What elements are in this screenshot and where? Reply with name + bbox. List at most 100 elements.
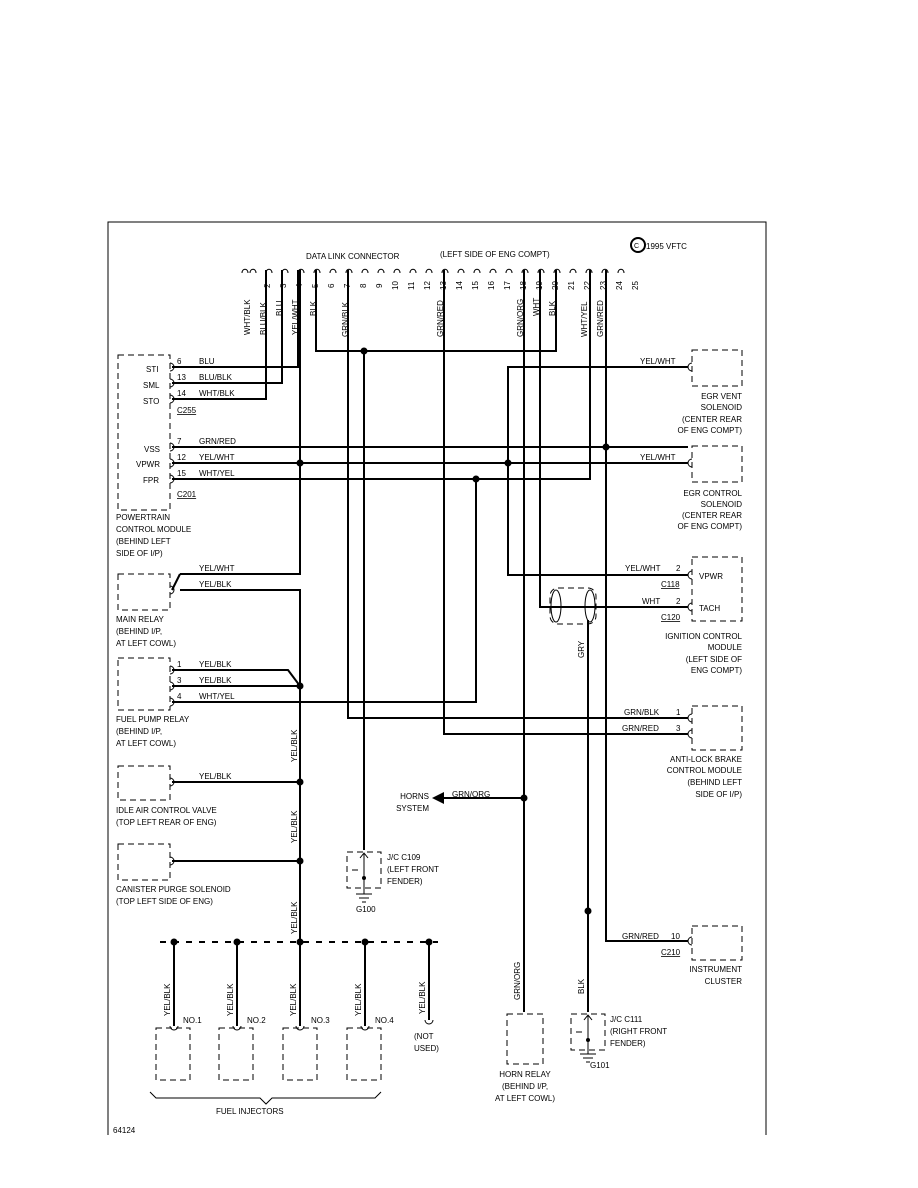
injector-names: NO.1 NO.2 NO.3 NO.4 <box>183 1016 394 1025</box>
svg-text:SIDE OF I/P): SIDE OF I/P) <box>116 549 163 558</box>
jc-c109-label: J/C C109 (LEFT FRONT FENDER) <box>387 853 439 886</box>
svg-text:WHT/YEL: WHT/YEL <box>580 301 589 337</box>
cluster-box <box>691 925 743 961</box>
egr-control-box <box>691 445 743 483</box>
injector-bus-dots <box>170 938 433 946</box>
svg-text:FPR: FPR <box>143 476 159 485</box>
svg-text:WHT/BLK: WHT/BLK <box>199 389 235 398</box>
svg-text:YEL/BLK: YEL/BLK <box>354 983 363 1016</box>
wire-blk-pin5 <box>315 270 557 352</box>
pcm-wire-labels: BLU BLU/BLK WHT/BLK GRN/RED YEL/WHT WHT/… <box>199 357 236 478</box>
svg-text:13: 13 <box>177 373 186 382</box>
dlc-pin-numbers: 2 3 4 5 6 7 8 9 10 11 12 13 14 15 16 17 … <box>263 281 640 290</box>
svg-text:MODULE: MODULE <box>708 643 742 652</box>
main-relay-wire-yel-blk: YEL/BLK <box>199 580 232 589</box>
abs-pin-arcs <box>687 713 693 739</box>
svg-text:WHT/YEL: WHT/YEL <box>199 692 235 701</box>
injector-not-used-label: (NOT USED) <box>414 1032 439 1053</box>
egr-vent-box <box>691 349 743 387</box>
main-relay-wire-yel-wht: YEL/WHT <box>199 564 235 573</box>
svg-text:AT LEFT COWL): AT LEFT COWL) <box>116 639 176 648</box>
egr-vent-label: EGR VENT SOLENOID (CENTER REAR OF ENG CO… <box>678 392 743 435</box>
svg-text:YEL/BLK: YEL/BLK <box>418 981 427 1014</box>
svg-text:15: 15 <box>177 469 186 478</box>
pcm-label: POWERTRAIN CONTROL MODULE (BEHIND LEFT S… <box>116 513 191 558</box>
svg-text:WHT: WHT <box>532 298 541 316</box>
svg-text:(BEHIND I/P,: (BEHIND I/P, <box>116 627 162 636</box>
fuel-injectors-label: FUEL INJECTORS <box>216 1107 284 1116</box>
pcm-connector-c255: C255 <box>177 406 197 415</box>
svg-text:IGNITION CONTROL: IGNITION CONTROL <box>665 632 742 641</box>
svg-text:SML: SML <box>143 381 160 390</box>
bus-label-3: YEL/BLK <box>290 901 299 934</box>
svg-text:GRN/RED: GRN/RED <box>596 300 605 337</box>
svg-text:ANTI-LOCK BRAKE: ANTI-LOCK BRAKE <box>670 755 742 764</box>
svg-text:12: 12 <box>423 281 432 290</box>
svg-text:NO.3: NO.3 <box>311 1016 330 1025</box>
svg-text:21: 21 <box>567 281 576 290</box>
cluster-wire-label: GRN/RED <box>622 932 659 941</box>
svg-text:(BEHIND LEFT: (BEHIND LEFT <box>687 778 742 787</box>
icm-connector-c118: C118 <box>661 580 680 589</box>
svg-text:ENG COMPT): ENG COMPT) <box>691 666 742 675</box>
abs-pin-3: 3 <box>676 724 681 733</box>
wire-yel-blk-main-relay <box>180 589 301 941</box>
egr-control-wire-label: YEL/WHT <box>640 453 676 462</box>
svg-text:STI: STI <box>146 365 158 374</box>
diagram-frame <box>107 221 767 1135</box>
pcm-pin-arcs <box>169 362 175 484</box>
pcm-terminals: STI SML STO VSS VPWR FPR <box>136 365 160 485</box>
svg-text:HORNS: HORNS <box>400 792 429 801</box>
svg-text:J/C C109: J/C C109 <box>387 853 421 862</box>
cluster-label: INSTRUMENT CLUSTER <box>690 965 743 986</box>
svg-text:NO.4: NO.4 <box>375 1016 394 1025</box>
svg-text:(NOT: (NOT <box>414 1032 434 1041</box>
svg-text:3: 3 <box>279 283 288 288</box>
c111-wire-label: BLK <box>577 978 586 994</box>
svg-text:(LEFT FRONT: (LEFT FRONT <box>387 865 439 874</box>
svg-text:7: 7 <box>177 437 182 446</box>
svg-text:SOLENOID: SOLENOID <box>701 403 743 412</box>
svg-text:USED): USED) <box>414 1044 439 1053</box>
fp-relay-wires: YEL/BLK YEL/BLK WHT/YEL <box>199 660 235 701</box>
svg-text:(BEHIND LEFT: (BEHIND LEFT <box>116 537 171 546</box>
svg-text:(CENTER REAR: (CENTER REAR <box>682 511 742 520</box>
injector-drops <box>173 942 430 1026</box>
svg-text:BLU/BLK: BLU/BLK <box>259 301 268 335</box>
egr-vent-wire-label: YEL/WHT <box>640 357 676 366</box>
svg-text:IDLE AIR CONTROL VALVE: IDLE AIR CONTROL VALVE <box>116 806 217 815</box>
svg-text:POWERTRAIN: POWERTRAIN <box>116 513 170 522</box>
dlc-connector <box>241 268 625 274</box>
icm-terminal-vpwr: VPWR <box>699 572 723 581</box>
wire-blu <box>172 270 299 368</box>
svg-text:(TOP LEFT REAR OF ENG): (TOP LEFT REAR OF ENG) <box>116 818 217 827</box>
icm-wire-vpwr: YEL/WHT <box>625 564 661 573</box>
svg-text:25: 25 <box>631 281 640 290</box>
svg-text:16: 16 <box>487 281 496 290</box>
dlc-location: (LEFT SIDE OF ENG COMPT) <box>440 250 550 259</box>
wire-grn-red-cluster <box>605 270 688 942</box>
svg-text:NO.1: NO.1 <box>183 1016 202 1025</box>
jc-c111-label: J/C C111 (RIGHT FRONT FENDER) <box>610 1015 667 1048</box>
svg-text:J/C C111: J/C C111 <box>610 1015 643 1024</box>
injector-not-used-arc <box>424 1019 434 1025</box>
wire-grn-blk-abs <box>347 270 688 719</box>
svg-text:CANISTER PURGE SOLENOID: CANISTER PURGE SOLENOID <box>116 885 231 894</box>
svg-text:VSS: VSS <box>144 445 160 454</box>
main-relay-box <box>117 573 171 611</box>
svg-text:GRN/ORG: GRN/ORG <box>516 299 525 337</box>
bus-label-2: YEL/BLK <box>290 810 299 843</box>
icm-label: IGNITION CONTROL MODULE (LEFT SIDE OF EN… <box>665 632 742 675</box>
svg-text:STO: STO <box>143 397 159 406</box>
fp-relay-box <box>117 657 171 711</box>
svg-text:12: 12 <box>177 453 186 462</box>
jc-c109-connector <box>346 851 382 903</box>
svg-text:EGR VENT: EGR VENT <box>701 392 742 401</box>
pcm-connector-c201: C201 <box>177 490 197 499</box>
wire-wht-pin19 <box>539 270 688 608</box>
svg-text:1: 1 <box>177 660 182 669</box>
iac-label: IDLE AIR CONTROL VALVE (TOP LEFT REAR OF… <box>116 806 217 827</box>
pcm-pin-numbers: 6 13 14 7 12 15 <box>177 357 186 478</box>
svg-text:VPWR: VPWR <box>136 460 160 469</box>
svg-text:4: 4 <box>177 692 182 701</box>
